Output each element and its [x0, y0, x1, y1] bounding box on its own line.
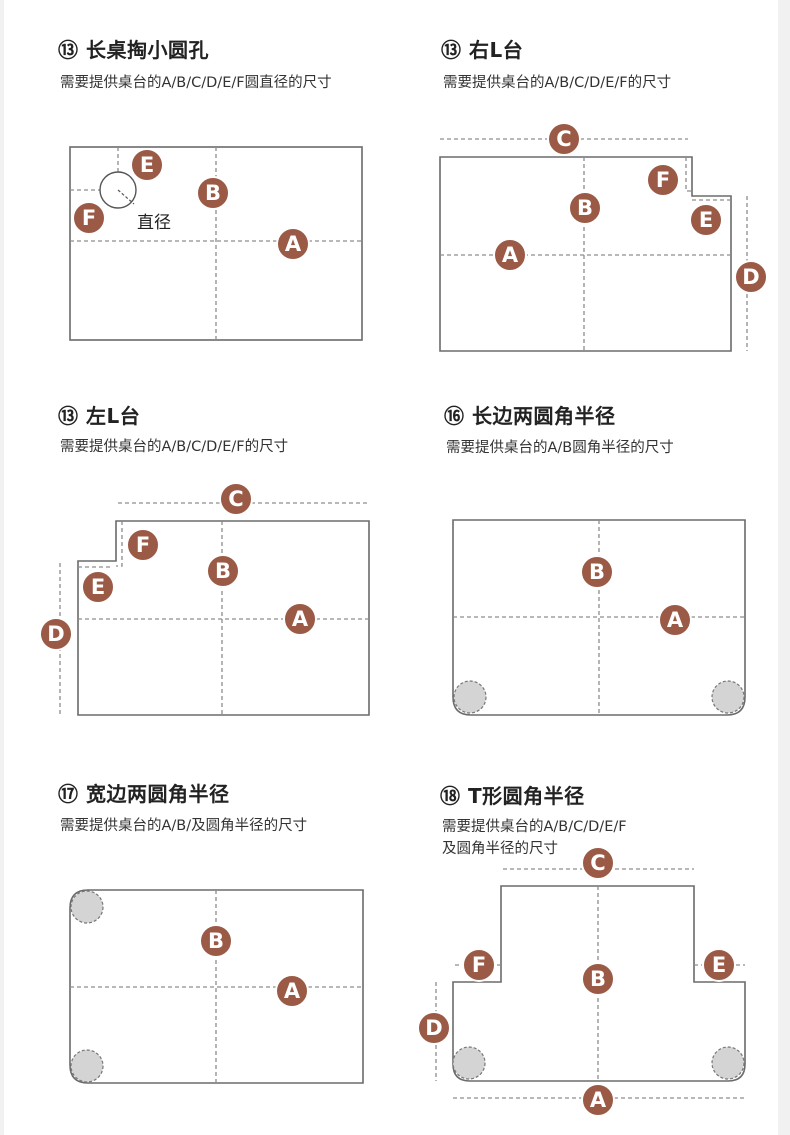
dimension-line-f [685, 157, 692, 192]
badge-a: A [283, 602, 317, 636]
diagram-wide-edge-corners: B A [69, 889, 364, 1084]
svg-text:B: B [208, 929, 224, 953]
page-edge-left [0, 0, 4, 1135]
svg-text:F: F [656, 168, 670, 192]
svg-text:A: A [667, 608, 684, 632]
section-title-left-l: ⑬ 左L台 [58, 404, 141, 428]
corner-radius-right [711, 1046, 745, 1080]
badge-c: C [219, 482, 253, 516]
table-outline [439, 156, 732, 352]
svg-text:A: A [292, 607, 309, 631]
badge-b: B [580, 555, 614, 589]
svg-text:B: B [589, 560, 605, 584]
badge-c: C [581, 846, 615, 880]
badge-e: E [81, 570, 115, 604]
table-outline [77, 520, 370, 716]
section-desc-long-edge-corners: 需要提供桌台的A/B圆角半径的尺寸 [446, 440, 674, 456]
svg-text:B: B [215, 559, 231, 583]
svg-text:D: D [425, 1016, 442, 1040]
badge-d: D [734, 260, 768, 294]
corner-radius-top [70, 890, 104, 924]
badge-b: B [199, 924, 233, 958]
corner-radius-left [452, 1046, 486, 1080]
section-desc-long-table-hole: 需要提供桌台的A/B/C/D/E/F圆直径的尺寸 [60, 75, 332, 91]
section-desc-left-l: 需要提供桌台的A/B/C/D/E/F的尺寸 [60, 439, 289, 455]
badge-c: C [547, 122, 581, 156]
badge-b: B [196, 176, 230, 210]
section-title-t-shape: ⑱ T形圆角半径 [440, 784, 585, 808]
svg-text:E: E [712, 953, 726, 977]
section-title-wide-edge-corners: ⑰ 宽边两圆角半径 [58, 782, 230, 806]
badge-b: B [206, 554, 240, 588]
badge-f: F [462, 948, 496, 982]
badge-f: F [72, 201, 106, 235]
svg-text:F: F [136, 533, 150, 557]
svg-text:C: C [590, 851, 605, 875]
section-title-long-table-hole: ⑬ 长桌掏小圆孔 [58, 38, 209, 62]
badge-e: E [130, 148, 164, 182]
corner-radius-right [711, 680, 745, 714]
badge-a: A [276, 227, 310, 261]
svg-text:B: B [590, 967, 606, 991]
section-title-right-l: ⑬ 右L台 [441, 38, 524, 62]
dimension-line-f [116, 521, 123, 567]
badge-d: D [417, 1011, 451, 1045]
hole-diameter-line [117, 189, 135, 205]
svg-text:A: A [590, 1088, 607, 1112]
svg-text:A: A [502, 243, 519, 267]
page-edge-right [778, 0, 790, 1135]
badge-a: A [275, 974, 309, 1008]
section-desc-wide-edge-corners: 需要提供桌台的A/B/及圆角半径的尺寸 [60, 818, 308, 834]
section-title-long-edge-corners: ⑯ 长边两圆角半径 [444, 404, 616, 428]
diagram-long-table-hole: 直径 E B F A [69, 146, 363, 341]
diagram-long-edge-corners: B A [452, 519, 746, 716]
svg-text:E: E [140, 153, 154, 177]
svg-text:D: D [47, 622, 64, 646]
svg-text:A: A [284, 979, 301, 1003]
table-outline [452, 519, 746, 716]
diagram-left-l: C F B E A D [39, 482, 370, 716]
diameter-label: 直径 [137, 213, 171, 233]
svg-text:B: B [205, 181, 221, 205]
badge-d: D [39, 617, 73, 651]
svg-text:E: E [91, 575, 105, 599]
badge-a: A [581, 1083, 615, 1117]
svg-text:D: D [742, 265, 759, 289]
svg-text:F: F [82, 206, 96, 230]
svg-text:F: F [472, 953, 486, 977]
badge-a: A [493, 238, 527, 272]
badge-f: F [646, 163, 680, 197]
corner-radius-left [453, 680, 487, 714]
badge-b: B [568, 191, 602, 225]
svg-text:B: B [577, 196, 593, 220]
svg-text:A: A [285, 232, 302, 256]
table-outline [69, 889, 364, 1084]
diagram-t-shape: C F E B D A [417, 846, 746, 1117]
svg-text:E: E [699, 208, 713, 232]
badge-e: E [689, 203, 723, 237]
diagram-right-l: C F B E A D [439, 122, 768, 352]
badge-f: F [126, 528, 160, 562]
svg-text:C: C [556, 127, 571, 151]
badge-e: E [702, 948, 736, 982]
badge-a: A [658, 603, 692, 637]
corner-radius-bottom [70, 1049, 104, 1083]
section-desc-right-l: 需要提供桌台的A/B/C/D/E/F的尺寸 [443, 75, 672, 91]
svg-text:C: C [228, 487, 243, 511]
badge-b: B [581, 962, 615, 996]
